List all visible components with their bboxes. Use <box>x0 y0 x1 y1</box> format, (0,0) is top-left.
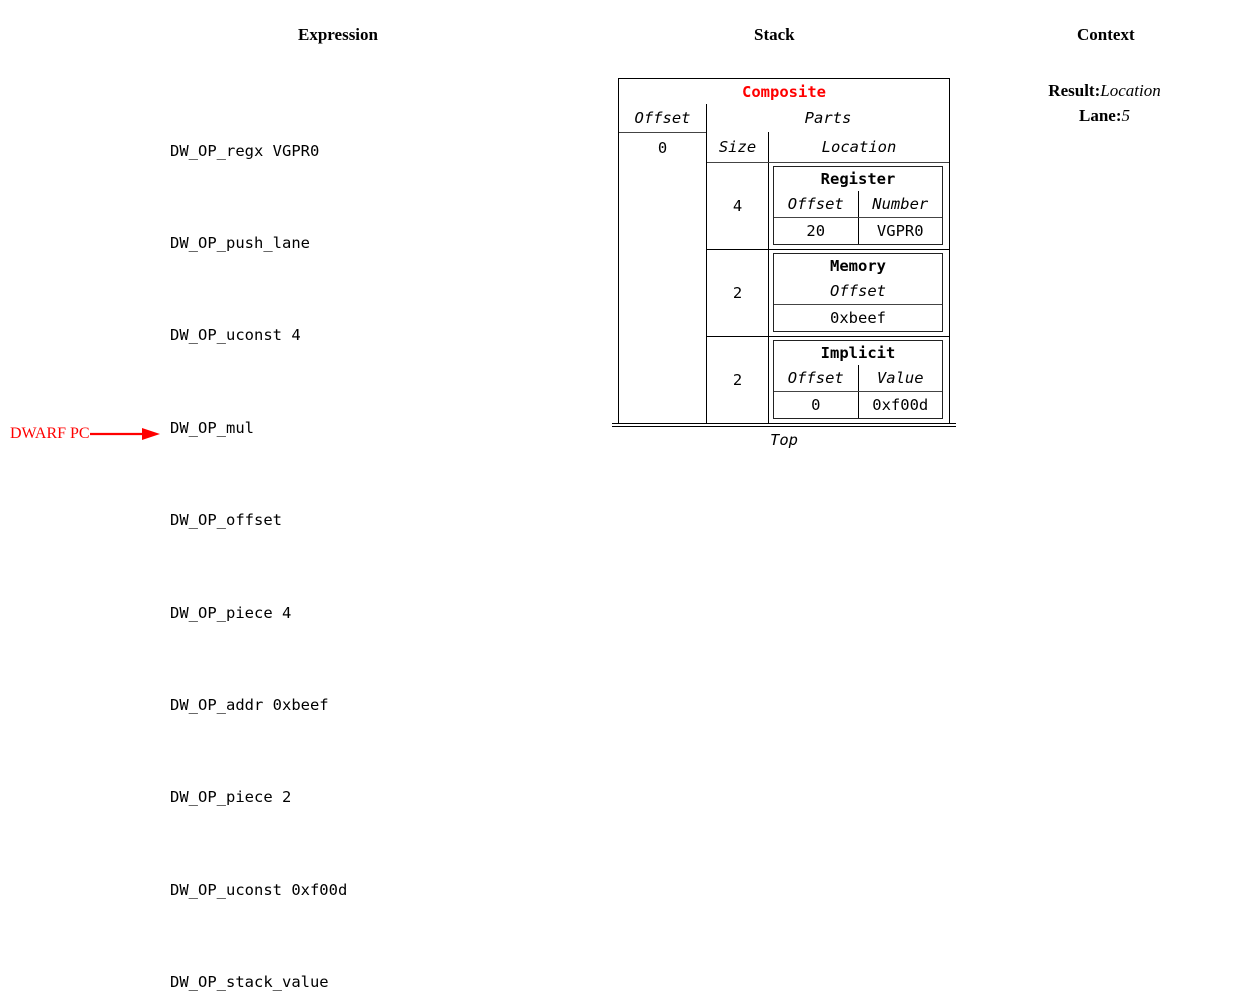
expression-line: DW_OP_push_lane <box>170 233 310 252</box>
location-kind-label: Register <box>820 170 896 188</box>
location-subtable-register: Register Offset Number 20 VGPR0 <box>773 166 943 245</box>
part-location-cell: Register Offset Number 20 VGPR0 <box>769 163 949 249</box>
offset-column-filler <box>619 163 706 423</box>
dwarf-pc-label: DWARF PC <box>10 425 90 442</box>
page-title-context: Context <box>1077 25 1135 44</box>
stack-entry-title-composite: Composite <box>742 83 826 101</box>
expression-line: DW_OP_piece 2 <box>170 788 292 807</box>
location-column-header: Location <box>821 138 897 156</box>
subtable-header-row: Offset Value <box>774 365 942 392</box>
part-location-cell: Implicit Offset Value 0 0xf00d <box>769 337 949 423</box>
subtable-header-cell: Number <box>872 195 929 213</box>
context-value: Location <box>1100 81 1161 100</box>
page-title-expression: Expression <box>298 25 378 44</box>
subtable-value-row: 0 0xf00d <box>774 392 942 418</box>
subtable-value-row: 0xbeef <box>774 305 942 331</box>
parts-column-header: Parts <box>804 109 852 127</box>
location-kind-label: Implicit <box>820 344 896 362</box>
parts-column: Parts Size Location 4 Register Offset Nu… <box>707 104 949 423</box>
part-size-cell: 4 <box>707 163 769 249</box>
context-block: Result:Location Lane:5 <box>968 78 1241 128</box>
expression-line: DW_OP_uconst 0xf00d <box>170 880 348 899</box>
subtable-header-cell: Offset <box>774 191 859 217</box>
context-key: Result: <box>1048 81 1101 100</box>
subtable-value-cell: 0xbeef <box>830 309 886 327</box>
subtable-header-row: Offset Number <box>774 191 942 218</box>
offset-column: Offset 0 <box>619 104 707 423</box>
table-row: 4 Register Offset Number 20 VGPR0 <box>707 163 949 250</box>
subtable-value-cell: 20 <box>774 218 859 244</box>
stack-diagram: Composite Offset 0 Parts Size Location 4 <box>612 78 956 451</box>
page-title-stack: Stack <box>754 25 795 44</box>
part-location-cell: Memory Offset 0xbeef <box>769 250 949 336</box>
offset-column-header: Offset <box>619 104 706 133</box>
table-row: 2 Memory Offset 0xbeef <box>707 250 949 337</box>
subtable-value-cell: VGPR0 <box>876 222 924 240</box>
location-subtable-memory: Memory Offset 0xbeef <box>773 253 943 332</box>
subtable-header-row: Offset <box>774 278 942 305</box>
stack-frame: Composite Offset 0 Parts Size Location 4 <box>618 78 950 423</box>
subtable-header-cell: Offset <box>774 365 859 391</box>
expression-line: DW_OP_uconst 4 <box>170 326 301 345</box>
table-row: 2 Implicit Offset Value 0 0xf00d <box>707 337 949 423</box>
context-key: Lane: <box>1079 106 1122 125</box>
subtable-header-cell: Offset <box>830 282 886 300</box>
size-column-header: Size <box>707 132 769 162</box>
offset-column-value: 0 <box>657 139 668 157</box>
subtable-value-cell: 0xf00d <box>872 396 929 414</box>
expression-line: DW_OP_regx VGPR0 <box>170 141 320 160</box>
expression-line: DW_OP_stack_value <box>170 973 329 992</box>
expression-line: DW_OP_mul <box>170 418 254 437</box>
subtable-value-cell: 0 <box>774 392 859 418</box>
context-entry-lane: Lane:5 <box>968 103 1241 128</box>
part-size-cell: 2 <box>707 337 769 423</box>
context-entry-result: Result:Location <box>968 78 1241 103</box>
dwarf-pc-marker: DWARF PC <box>10 425 162 443</box>
expression-listing: DW_OP_regx VGPR0 DW_OP_push_lane DW_OP_u… <box>170 74 347 1000</box>
subtable-header-cell: Value <box>876 369 924 387</box>
context-value: 5 <box>1121 106 1131 125</box>
expression-line: DW_OP_piece 4 <box>170 603 292 622</box>
arrow-right-icon <box>89 428 160 440</box>
stack-top-label: Top <box>770 431 798 449</box>
stack-body: Offset 0 Parts Size Location 4 Register <box>619 104 949 423</box>
part-size-cell: 2 <box>707 250 769 336</box>
expression-line: DW_OP_offset <box>170 511 282 530</box>
location-kind-label: Memory <box>830 257 886 275</box>
subtable-value-row: 20 VGPR0 <box>774 218 942 244</box>
parts-subheader-row: Size Location <box>707 132 949 163</box>
expression-line: DW_OP_addr 0xbeef <box>170 695 329 714</box>
location-subtable-implicit: Implicit Offset Value 0 0xf00d <box>773 340 943 419</box>
stack-top-rule <box>612 423 956 427</box>
